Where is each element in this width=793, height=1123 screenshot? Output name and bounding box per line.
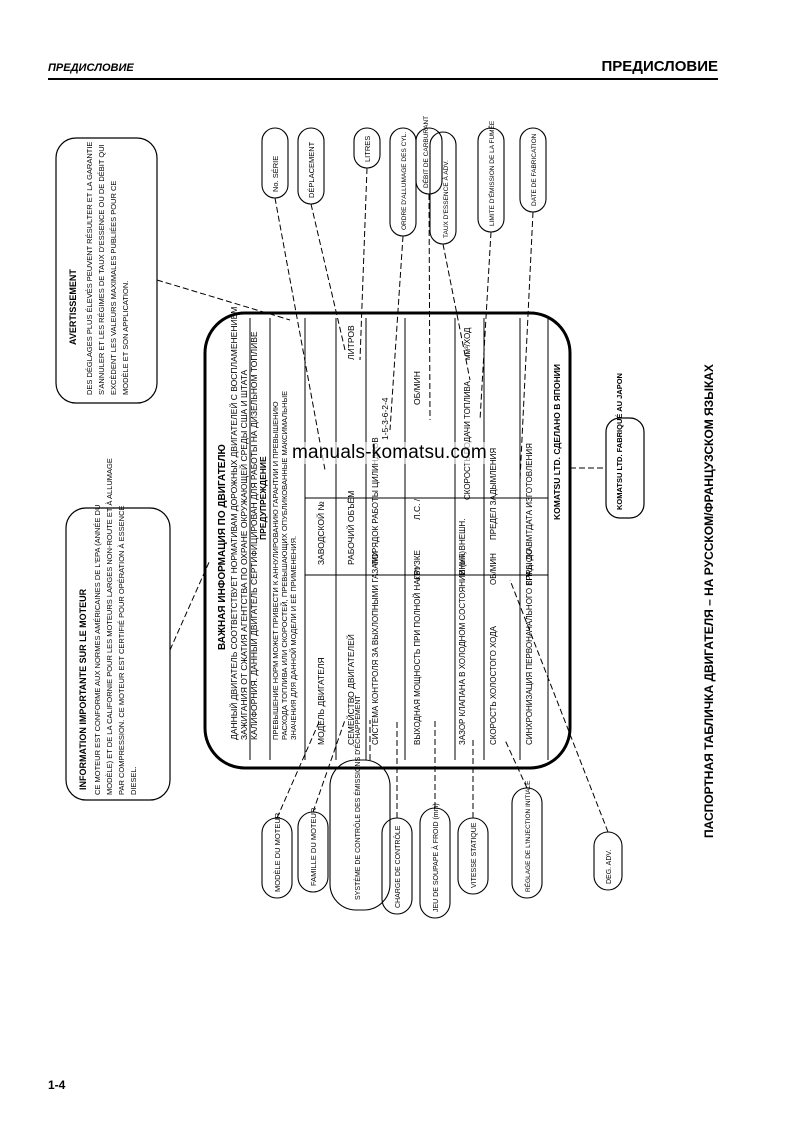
plate-title: ВАЖНАЯ ИНФОРМАЦИЯ ПО ДВИГАТЕЛЮ <box>217 444 228 650</box>
row-fuel-unit: мм³/ХОД <box>463 327 472 360</box>
information-line-4: DIESEL. <box>129 766 138 795</box>
label-ordre-allumage: ORDRE D'ALLUMAGE DES CYL. <box>401 132 408 230</box>
row-serial: ЗАВОДСКОЙ № <box>315 501 326 565</box>
label-modele-moteur: MODÈLE DU MOTEUR <box>273 812 282 892</box>
label-systeme-controle: SYSTÈME DE CONTRÔLE DES ÉMISSIONS D'ÉCHA… <box>353 695 362 900</box>
plate-warning-3: ЗНАЧЕНИЯ ДЛЯ ДАННОЙ МОДЕЛИ И ЕЁ ПРИМЕНЕН… <box>289 536 298 740</box>
label-jeu-soupape: JEU DE SOUPAPE À FROID (mm) <box>431 803 440 912</box>
row-komatsu: KOMATSU LTD. СДЕЛАНО В ЯПОНИИ <box>552 364 562 520</box>
avertissement-line-4: MODÈLE ET SON APPLICATION. <box>121 281 130 395</box>
page-header: ПРЕДИСЛОВИЕ ПРЕДИСЛОВИЕ <box>0 0 793 80</box>
row-power-unit: кВт <box>412 567 422 580</box>
row-litres: ЛИТРОВ <box>346 325 356 360</box>
information-box <box>65 507 171 801</box>
row-label-emission: СИСТЕМА КОНТРОЛЯ ЗА ВЫХЛОПНЫМИ ГАЗАМИ <box>371 551 380 745</box>
information-line-3: PAR COMPRESSION. CE MOTEUR EST CERTIFIÉ … <box>117 506 126 796</box>
header-right-title: ПРЕДИСЛОВИЕ <box>601 58 718 75</box>
figure-caption: ПАСПОРТНАЯ ТАБЛИЧКА ДВИГАТЕЛЯ – НА РУССК… <box>702 364 716 838</box>
made-in-line: KOMATSU LTD. FABRIQUÉ AU JAPON <box>615 373 624 510</box>
plate-warning-title: ПРЕДУПРЕЖДЕНИЕ <box>258 456 268 540</box>
label-date-fabrication: DATE DE FABRICATION <box>531 133 538 206</box>
information-line-2: MODÈLE) ET DE LA CALIFORNIE POUR LES MOT… <box>105 458 114 795</box>
row-fuel-rate: СКОРОСТЬ ПОДАЧИ ТОПЛИВА <box>463 380 472 500</box>
label-deplacement: DÉPLACEMENT <box>307 141 316 198</box>
avertissement-line-1: DES DÉGLAGES PLUS ÉLEVÉS PEUVENT RÉSULTE… <box>85 142 94 395</box>
avertissement-line-2: S'ANNULER ET LES RÉGIMES DE TAUX D'ESSEN… <box>97 144 106 395</box>
plate-warning-2: РАСХОДА ТОПЛИВА ИЛИ СКОРОСТЕЙ, ПРЕВЫШАЮЩ… <box>280 391 289 740</box>
information-title: INFORMATION IMPORTANTE SUR LE MOTEUR <box>78 588 88 790</box>
label-limite-emission: LIMITE D'ÉMISSION DE LA FUMÉE <box>487 120 496 226</box>
engine-plate <box>203 311 572 770</box>
row-valve-inout: ВНУТ. ВНЕШН. <box>458 519 467 575</box>
row-mfg-date: ДАТА ИЗГОТОВЛЕНИЯ <box>525 443 534 530</box>
avertissement-box <box>55 137 158 404</box>
label-litres: LITRES <box>363 136 372 162</box>
label-charge-controle: CHARGE DE CONTRÔLE <box>393 825 402 908</box>
header-left-title: ПРЕДИСЛОВИЕ <box>48 62 134 74</box>
label-reglage-injection: RÉGLAGE DE L'INJECTION INITIALE <box>523 780 532 892</box>
plate-intro-3: КАЛИФОРНИЯ. ДАННЫЙ ДВИГАТЕЛЬ СЕРТИФИЦИРО… <box>248 331 259 740</box>
page-number: 1-4 <box>48 1078 66 1092</box>
avertissement-title: AVERTISSEMENT <box>68 269 78 345</box>
label-vitesse-statique: VITESSE STATIQUE <box>471 822 478 888</box>
row-idle-unit: ОБ/МИН <box>489 553 498 585</box>
made-in-box <box>605 417 645 519</box>
row-injection-deg: ГРАД. ДО ВМТ <box>525 530 534 585</box>
label-taux: TAUX D'ESSENCE À ADV. <box>441 160 450 238</box>
information-line-1: CE MOTEUR EST CONFORME AUX NORMES AMÉRIC… <box>93 505 102 795</box>
row-label-family: СЕМЕЙСТВО ДВИГАТЕЛЕЙ <box>345 634 356 745</box>
watermark: manuals-komatsu.com <box>290 442 489 464</box>
plate-warning-1: ПРЕВЫШЕНИЕ НОРМ МОЖЕТ ПРИВЕСТИ К АННУЛИР… <box>271 401 280 740</box>
label-debit: DÉBIT DE CARBURANT <box>421 116 430 188</box>
row-firing-value: 1-5-3-6-2-4 <box>380 397 390 440</box>
row-label-valve: ЗАЗОР КЛАПАНА В ХОЛОДНОМ СОСТОЯНИИ (мм) <box>458 551 467 745</box>
row-label-idle: СКОРОСТЬ ХОЛОСТОГО ХОДА <box>489 625 498 745</box>
label-no-serie: No. SÉRIE <box>271 156 280 192</box>
header-divider <box>48 78 718 80</box>
row-power-hp: Л.С. / <box>412 498 422 520</box>
row-smoke-limit: ПРЕДЕЛ ЗАДЫМЛЕНИЯ <box>489 448 498 540</box>
avertissement-line-3: EXCÈDENT LES VALEURS MAXIMALES PUBLIÉES … <box>109 181 118 395</box>
row-label-power: ВЫХОДНАЯ МОЩНОСТЬ ПРИ ПОЛНОЙ НАГРУЗКЕ <box>413 550 422 745</box>
label-deg-adv: DEG. ADV. <box>606 850 613 884</box>
row-firing-order: ПОРЯДОК РАБОТЫ ЦИЛИНДРОВ <box>371 437 380 565</box>
row-label-model: МОДЕЛЬ ДВИГАТЕЛЯ <box>316 657 326 745</box>
plate-intro-2: ЗАЖИГАНИЯ ОТ СЖАТИЯ АГЕНТСТВА ПО ОХРАНЕ … <box>238 369 249 740</box>
row-displacement: РАБОЧИЙ ОБЪЁМ <box>345 491 356 565</box>
plate-intro-1: ДАННЫЙ ДВИГАТЕЛЬ СООТВЕТСТВУЕТ НОРМАТИВА… <box>228 307 239 740</box>
row-power-rpm: ОБ/МИН <box>412 371 422 405</box>
label-famille-moteur: FAMILLE DU MOTEUR <box>309 807 318 886</box>
row-label-injection: СИНХРОНИЗАЦИЯ ПЕРВОНАЧАЛЬНОГО ВПРЫСКА <box>525 546 534 745</box>
